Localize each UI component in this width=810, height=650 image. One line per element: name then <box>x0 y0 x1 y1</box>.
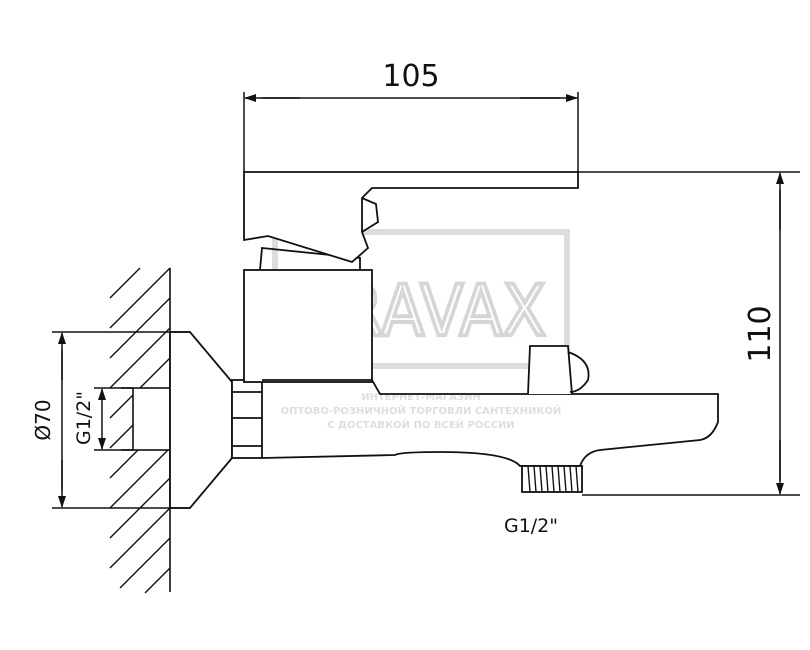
dimension-width <box>243 92 579 172</box>
watermark-line-3: С ДОСТАВКОЙ ПО ВСЕЙ РОССИИ <box>327 418 515 431</box>
dimension-inlet-thread-label: G1/2" <box>73 391 95 445</box>
faucet-body <box>243 247 719 493</box>
outlet-thread <box>521 465 583 493</box>
dimension-diameter <box>52 331 190 509</box>
cartridge-body <box>243 269 373 383</box>
dimension-height-label: 110 <box>743 305 778 362</box>
dimension-inlet-thread <box>94 387 133 451</box>
inlet-pipe <box>132 387 171 451</box>
connector-nut <box>231 379 263 459</box>
escutcheon <box>169 331 233 509</box>
watermark-line-2: ОПТОВО-РОЗНИЧНОЙ ТОРГОВЛИ САНТЕХНИКОЙ <box>281 404 562 417</box>
outlet-thread-label: G1/2" <box>504 515 558 537</box>
watermark-line-1: ИНТЕРНЕТ-МАГАЗИН <box>361 392 481 403</box>
handle-lever <box>243 171 579 264</box>
wall <box>109 267 171 594</box>
cartridge-neck <box>259 247 361 271</box>
diverter-knob <box>527 345 573 395</box>
dimension-width-label: 105 <box>382 59 439 94</box>
dimension-height <box>578 171 800 496</box>
diverter-knob-side <box>567 351 590 393</box>
dimension-diameter-label: Ø70 <box>31 399 55 440</box>
